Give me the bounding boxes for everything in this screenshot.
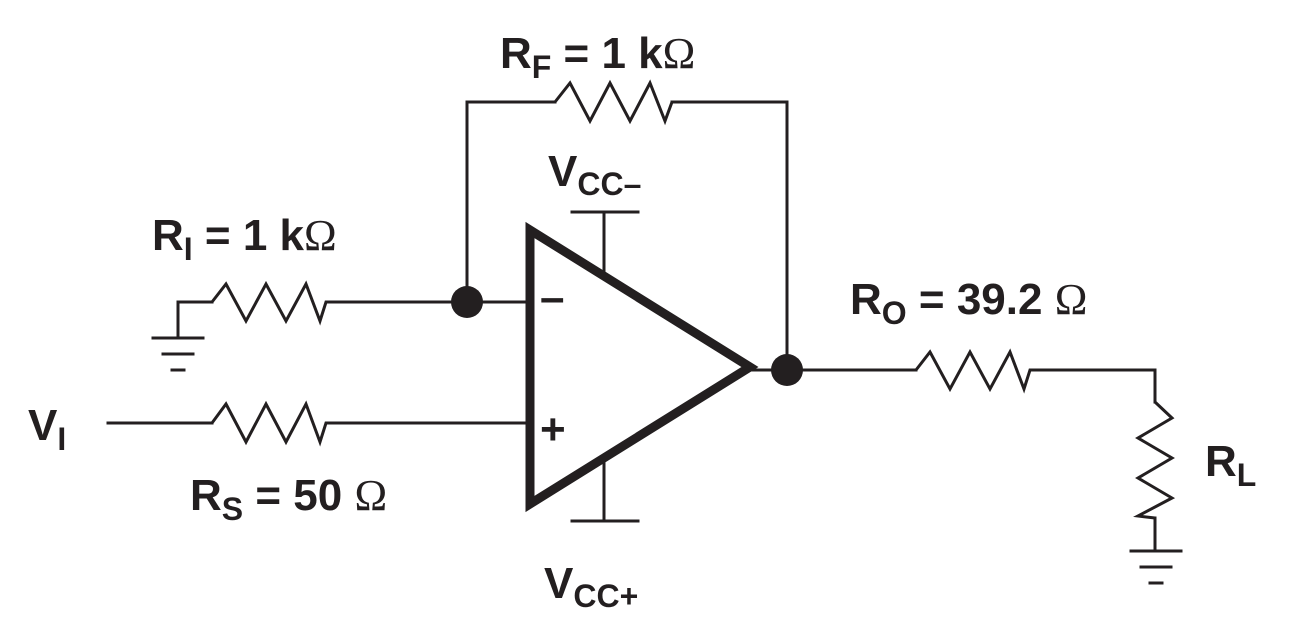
vcc-minus-rail	[570, 210, 640, 274]
ri-label: RI = 1 kΩ	[152, 211, 337, 267]
vi-label: VI	[28, 401, 66, 457]
rs-resistor	[210, 400, 365, 447]
rl-resistor	[1133, 400, 1176, 520]
op-amp-triangle	[525, 221, 759, 513]
ri-ground-wire	[176, 300, 214, 340]
vcc-minus-label: VCC–	[548, 147, 641, 202]
non-inverting-pin-sign: +	[540, 405, 566, 454]
rl-ground-symbol	[1129, 549, 1183, 585]
rs-label: RS = 50 Ω	[190, 471, 387, 527]
ro-label: RO = 39.2 Ω	[850, 275, 1087, 331]
ri-resistor	[210, 280, 365, 326]
inverting-junction-dot	[451, 286, 483, 318]
inverting-pin-sign: –	[540, 273, 564, 322]
feedback-wire-right	[670, 100, 789, 372]
ri-ground-symbol	[151, 336, 205, 372]
feedback-wire-left	[465, 100, 557, 304]
rf-label: RF = 1 kΩ	[500, 29, 695, 85]
output-junction-dot	[771, 354, 803, 386]
rf-resistor	[553, 79, 674, 126]
vcc-plus-label: VCC+	[544, 559, 638, 614]
rl-label: RL	[1205, 437, 1256, 493]
vcc-plus-rail	[570, 458, 640, 523]
ro-resistor	[914, 348, 1155, 394]
